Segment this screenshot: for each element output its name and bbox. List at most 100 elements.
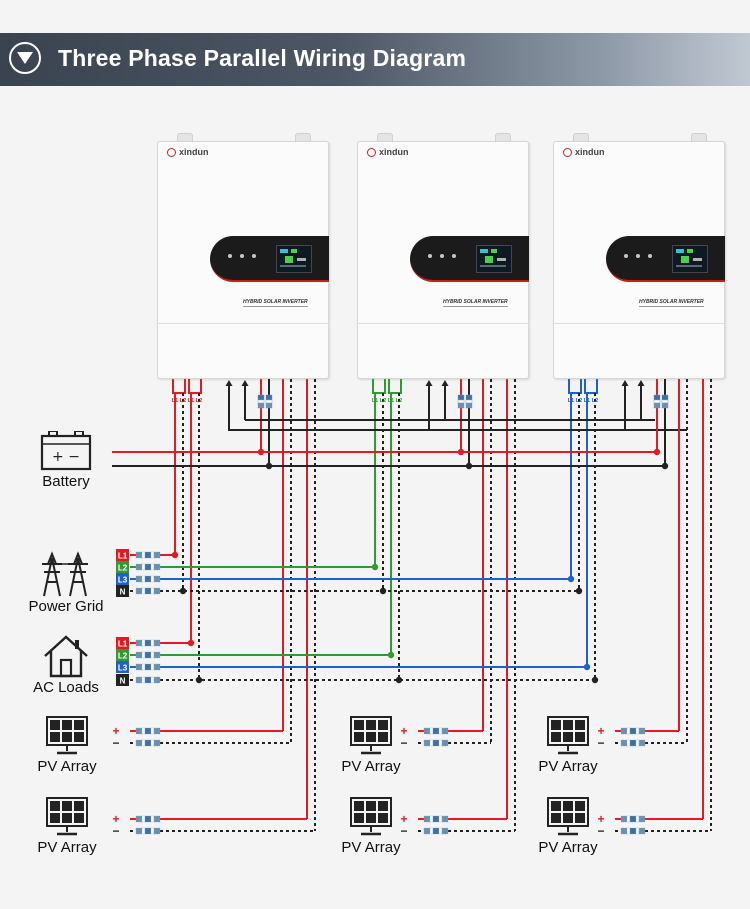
arrow-up-icon — [621, 380, 629, 386]
breaker-connector — [465, 394, 473, 409]
terminal-bracket — [372, 379, 386, 394]
title-banner: Three Phase Parallel Wiring Diagram — [0, 33, 750, 86]
svg-text:L3: L3 — [118, 664, 128, 673]
inverter-1: xindun HYBRID SOLAR INVERTER — [157, 133, 329, 379]
pv-minus-sign: − — [112, 736, 119, 750]
chevron-down-icon — [9, 42, 41, 74]
mc4-connector — [135, 676, 161, 684]
breaker-connector — [457, 394, 465, 409]
arrow-up-icon — [441, 380, 449, 386]
solar-panel-icon — [350, 716, 392, 755]
load-tag-n: N — [116, 674, 129, 686]
svg-text:L1: L1 — [118, 640, 128, 649]
mc4-connector — [620, 827, 646, 835]
pv-plus-sign: + — [112, 724, 119, 738]
grid-tag-l2: L2 — [116, 561, 129, 573]
label-pv-array: PV Array — [538, 758, 598, 775]
model-label: HYBRID SOLAR INVERTER — [443, 299, 508, 307]
control-panel — [606, 236, 725, 282]
mc4-connector — [423, 727, 449, 735]
label-pv-array: PV Array — [37, 839, 97, 856]
terminal-bracket — [584, 379, 598, 394]
mc4-connector — [620, 727, 646, 735]
solar-panel-icon — [46, 716, 88, 755]
pv-minus-sign: − — [400, 824, 407, 838]
terminal-label: L2 — [576, 398, 582, 404]
grid-tag-n: N — [116, 585, 129, 597]
mc4-connector — [135, 663, 161, 671]
mc4-connector — [135, 575, 161, 583]
arrow-up-icon — [425, 380, 433, 386]
pv-plus-sign: + — [112, 812, 119, 826]
junction-dot — [653, 448, 661, 456]
terminal-label: L1 — [372, 398, 378, 404]
label-ac-loads: AC Loads — [33, 679, 99, 696]
terminal-bracket — [388, 379, 402, 394]
terminal-label: L2 — [592, 398, 598, 404]
junction-dot — [371, 563, 379, 571]
mc4-connector — [135, 551, 161, 559]
brand-logo: xindun — [167, 147, 209, 157]
mc4-connector — [423, 827, 449, 835]
junction-dot — [379, 587, 387, 595]
pv-minus-sign: − — [400, 736, 407, 750]
mc4-connector — [135, 587, 161, 595]
lcd-screen — [276, 245, 312, 273]
mc4-connector — [135, 639, 161, 647]
pv-minus-sign: − — [597, 824, 604, 838]
model-label: HYBRID SOLAR INVERTER — [243, 299, 308, 307]
terminal-label: L1 — [584, 398, 590, 404]
terminal-label: L2 — [180, 398, 186, 404]
label-pv-array: PV Array — [538, 839, 598, 856]
mc4-connector — [135, 727, 161, 735]
breaker-connector — [257, 394, 265, 409]
solar-panel-icon — [547, 797, 589, 836]
breaker-connector — [661, 394, 669, 409]
terminal-label: L1 — [568, 398, 574, 404]
mc4-connector — [620, 815, 646, 823]
control-panel — [210, 236, 329, 282]
label-battery: Battery — [42, 473, 90, 490]
pv-plus-sign: + — [400, 724, 407, 738]
mc4-connector — [135, 739, 161, 747]
terminal-label: L2 — [396, 398, 402, 404]
terminal-bracket — [172, 379, 186, 394]
arrow-up-icon — [225, 380, 233, 386]
pv-minus-sign: − — [597, 736, 604, 750]
junction-dot — [591, 676, 599, 684]
junction-dot — [257, 448, 265, 456]
model-label: HYBRID SOLAR INVERTER — [639, 299, 704, 307]
svg-text:L1: L1 — [118, 552, 128, 561]
label-power-grid: Power Grid — [28, 598, 104, 615]
breaker-connector — [653, 394, 661, 409]
brand-logo: xindun — [367, 147, 409, 157]
mc4-connector — [620, 739, 646, 747]
svg-text:N: N — [120, 588, 126, 597]
junction-dot — [575, 587, 583, 595]
solar-panel-icon — [547, 716, 589, 755]
svg-text:L2: L2 — [118, 652, 128, 661]
battery-icon: + − — [40, 431, 92, 471]
page-title: Three Phase Parallel Wiring Diagram — [58, 45, 467, 71]
junction-dot — [171, 551, 179, 559]
pv-plus-sign: + — [597, 724, 604, 738]
label-pv-array: PV Array — [37, 758, 97, 775]
control-panel — [410, 236, 529, 282]
load-tag-l3: L3 — [116, 661, 129, 673]
junction-dot — [187, 639, 195, 647]
mc4-connector — [135, 815, 161, 823]
junction-dot — [583, 663, 591, 671]
label-pv-array: PV Array — [341, 758, 401, 775]
inverter-3: xindun HYBRID SOLAR INVERTER — [553, 133, 725, 379]
terminal-bracket — [568, 379, 582, 394]
inverter-2: xindun HYBRID SOLAR INVERTER — [357, 133, 529, 379]
terminal-label: L1 — [388, 398, 394, 404]
mc4-connector — [135, 563, 161, 571]
svg-text:N: N — [120, 677, 126, 686]
label-pv-array: PV Array — [341, 839, 401, 856]
mc4-connector — [423, 815, 449, 823]
junction-dot — [195, 676, 203, 684]
brand-logo: xindun — [563, 147, 605, 157]
terminal-label: L1 — [188, 398, 194, 404]
